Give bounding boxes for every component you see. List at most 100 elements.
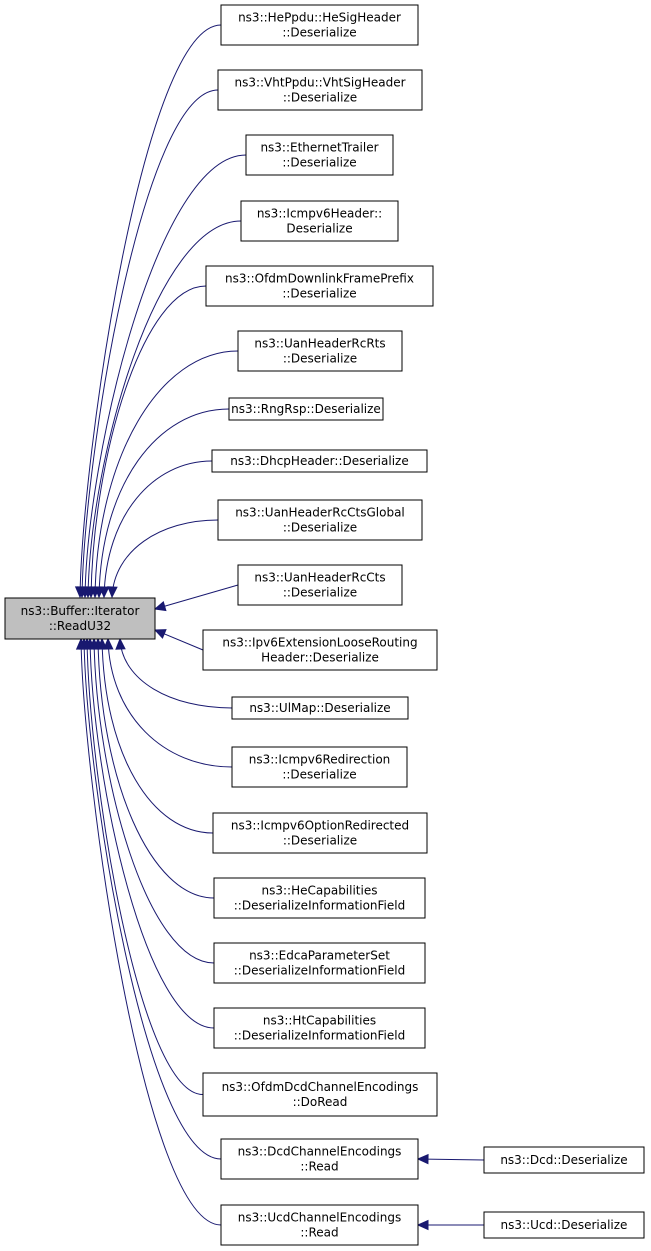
- node-label-line: ::Deserialize: [283, 834, 357, 848]
- edge-line: [80, 638, 222, 1226]
- edge-line: [98, 408, 230, 598]
- node-box: [213, 1007, 426, 1049]
- call-edge-n22: [416, 1219, 484, 1231]
- call-edge-n5: [85, 285, 207, 599]
- node-box: [205, 265, 434, 307]
- edge-line: [103, 460, 213, 598]
- node-label-line: ::Deserialize: [282, 768, 356, 782]
- function-node-n7[interactable]: ns3::RngRsp::Deserialize: [228, 397, 384, 421]
- edge-line: [87, 220, 242, 598]
- call-edge-n12: [115, 637, 233, 709]
- edge-line: [81, 89, 219, 598]
- edge-line: [119, 638, 233, 709]
- node-label-line: ns3::HeCapabilities: [262, 884, 378, 898]
- node-label-line: ::Deserialize: [283, 91, 357, 105]
- node-label-line: ::ReadU32: [49, 619, 111, 633]
- function-node-n3[interactable]: ns3::EthernetTrailer::Deserialize: [245, 134, 394, 176]
- node-label-line: ns3::EdcaParameterSet: [249, 949, 390, 963]
- node-box: [231, 696, 409, 720]
- node-label-line: ns3::DhcpHeader::Deserialize: [230, 454, 408, 468]
- edge-line: [79, 24, 222, 598]
- node-label-line: ::DeserializeInformationField: [234, 899, 405, 913]
- function-node-n16[interactable]: ns3::EdcaParameterSet::DeserializeInform…: [213, 942, 426, 984]
- function-node-n4[interactable]: ns3::Icmpv6Header::Deserialize: [240, 200, 399, 242]
- function-node-n1[interactable]: ns3::HePpdu::HeSigHeader::Deserialize: [220, 4, 419, 46]
- edge-line: [97, 638, 215, 899]
- function-node-n12[interactable]: ns3::UlMap::Deserialize: [231, 696, 409, 720]
- node-label-line: ns3::UanHeaderRcRts: [254, 337, 385, 351]
- node-box: [220, 4, 419, 46]
- edge-line: [111, 519, 219, 598]
- edge-line: [107, 638, 233, 768]
- node-label-line: ::Deserialize: [283, 586, 357, 600]
- node-label-line: ns3::UcdChannelEncodings: [238, 1211, 401, 1225]
- edge-arrowhead: [416, 1219, 429, 1231]
- node-box: [231, 746, 408, 788]
- node-box: [228, 397, 384, 421]
- edge-arrowhead: [115, 637, 126, 650]
- node-label-line: ns3::Icmpv6Redirection: [249, 753, 391, 767]
- function-node-n17[interactable]: ns3::HtCapabilities::DeserializeInformat…: [213, 1007, 426, 1049]
- node-box: [237, 330, 403, 372]
- function-node-n15[interactable]: ns3::HeCapabilities::DeserializeInformat…: [213, 877, 426, 919]
- edge-line: [154, 584, 239, 610]
- node-label-line: ns3::UanHeaderRcCtsGlobal: [235, 506, 405, 520]
- edge-line: [84, 154, 247, 598]
- node-label-line: ::Deserialize: [282, 26, 356, 40]
- function-node-n14[interactable]: ns3::Icmpv6OptionRedirected::Deserialize: [212, 812, 428, 854]
- edge-line: [417, 1158, 485, 1161]
- function-node-n19[interactable]: ns3::DcdChannelEncodings::Read: [220, 1138, 419, 1180]
- node-box: [483, 1146, 645, 1174]
- node-box: [220, 1138, 419, 1180]
- call-edge-n15: [92, 637, 215, 899]
- edge-arrowhead: [98, 586, 110, 599]
- call-edge-n18: [81, 637, 204, 1095]
- node-box: [211, 449, 428, 473]
- edge-line: [101, 638, 214, 834]
- function-node-n20[interactable]: ns3::UcdChannelEncodings::Read: [220, 1204, 419, 1246]
- function-node-n8[interactable]: ns3::DhcpHeader::Deserialize: [211, 449, 428, 473]
- call-graph-nodes: ns3::Buffer::Iterator::ReadU32 ns3::HePpd…: [4, 4, 645, 1246]
- function-node-n6[interactable]: ns3::UanHeaderRcRts::Deserialize: [237, 330, 403, 372]
- node-label-line: ns3::Ipv6ExtensionLooseRouting: [222, 636, 417, 650]
- node-label-line: ns3::HtCapabilities: [263, 1014, 376, 1028]
- function-node-n10[interactable]: ns3::UanHeaderRcCts::Deserialize: [237, 564, 403, 606]
- edge-line: [93, 638, 215, 964]
- call-edge-n17: [84, 637, 215, 1029]
- node-box: [217, 69, 423, 111]
- node-label-line: ::Read: [300, 1226, 338, 1240]
- edge-line: [83, 638, 222, 1160]
- function-node-n5[interactable]: ns3::OfdmDownlinkFramePrefix::Deserializ…: [205, 265, 434, 307]
- node-box: [4, 597, 156, 640]
- call-graph-edges: [74, 24, 485, 1231]
- node-label-line: Header::Deserialize: [261, 651, 379, 665]
- node-box: [240, 200, 399, 242]
- node-label-line: ::DoRead: [293, 1095, 348, 1109]
- node-label-line: ns3::DcdChannelEncodings: [238, 1145, 402, 1159]
- function-node-n11[interactable]: ns3::Ipv6ExtensionLooseRoutingHeader::De…: [202, 629, 438, 671]
- node-label-line: ::DeserializeInformationField: [234, 964, 405, 978]
- node-box: [483, 1211, 645, 1239]
- call-edge-n20: [75, 637, 222, 1226]
- node-label-line: ::Deserialize: [282, 287, 356, 301]
- node-label-line: ns3::HePpdu::HeSigHeader: [238, 11, 401, 25]
- edge-arrowhead: [153, 629, 167, 639]
- node-box: [202, 629, 438, 671]
- node-label-line: Deserialize: [286, 222, 352, 236]
- edge-line: [90, 285, 207, 598]
- edge-arrowhead: [107, 586, 118, 599]
- function-node-n21[interactable]: ns3::Dcd::Deserialize: [483, 1146, 645, 1174]
- function-node-n13[interactable]: ns3::Icmpv6Redirection::Deserialize: [231, 746, 408, 788]
- function-node-n9[interactable]: ns3::UanHeaderRcCtsGlobal::Deserialize: [217, 499, 423, 541]
- function-node-n18[interactable]: ns3::OfdmDcdChannelEncodings::DoRead: [202, 1072, 438, 1117]
- function-node-n2[interactable]: ns3::VhtPpdu::VhtSigHeader::Deserialize: [217, 69, 423, 111]
- node-label-line: ns3::UlMap::Deserialize: [249, 701, 390, 715]
- edge-line: [86, 638, 204, 1095]
- node-label-line: ns3::OfdmDcdChannelEncodings: [222, 1080, 419, 1094]
- function-node-n22[interactable]: ns3::Ucd::Deserialize: [483, 1211, 645, 1239]
- call-edge-n9: [107, 519, 219, 599]
- call-edge-n19: [78, 637, 222, 1160]
- edge-line: [94, 350, 239, 598]
- root-function-node[interactable]: ns3::Buffer::Iterator::ReadU32: [4, 597, 156, 640]
- call-edge-n11: [153, 629, 204, 651]
